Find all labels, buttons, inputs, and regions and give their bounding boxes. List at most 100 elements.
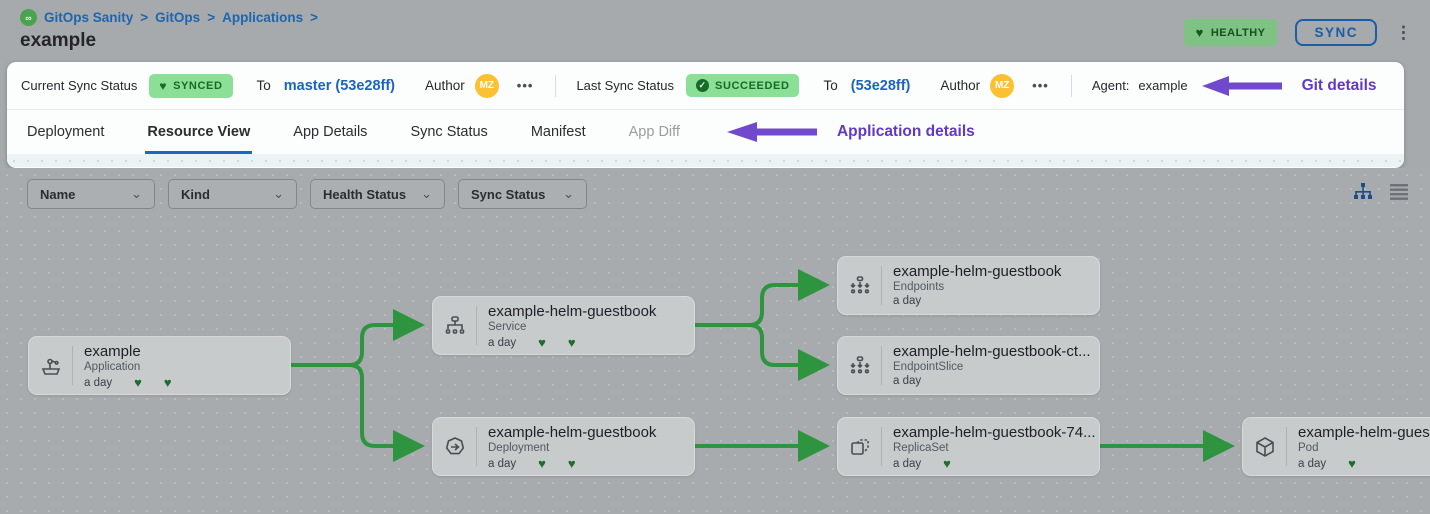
resource-tree-canvas: Name ⌄ Kind ⌄ Health Status ⌄ Sync Statu… xyxy=(0,168,1430,514)
chevron-down-icon: ⌄ xyxy=(563,186,574,202)
chevron-down-icon: ⌄ xyxy=(131,186,142,202)
page-title: example xyxy=(20,30,97,51)
last-revision-link[interactable]: (53e28ff) xyxy=(850,77,911,94)
resource-node-service[interactable]: example-helm-guestbook Service a day ♥ ♥ xyxy=(432,296,695,355)
chevron-down-icon: ⌄ xyxy=(273,186,284,202)
divider xyxy=(881,346,882,385)
node-title: example-helm-guestbook xyxy=(893,263,1062,280)
tab-sync-status[interactable]: Sync Status xyxy=(410,124,488,140)
dropdown-label: Kind xyxy=(181,186,210,202)
service-icon xyxy=(433,297,476,354)
resource-node-application[interactable]: example Application a day ♥ ♥ xyxy=(28,336,291,395)
tab-app-diff[interactable]: App Diff xyxy=(628,124,680,140)
synced-badge: ♥ SYNCED xyxy=(149,73,233,98)
breadcrumb-separator: > xyxy=(310,10,318,25)
agent-value: example xyxy=(1138,78,1188,93)
tab-manifest[interactable]: Manifest xyxy=(530,124,586,140)
more-options-icon[interactable]: ••• xyxy=(1032,78,1049,93)
node-age: a day xyxy=(488,457,517,470)
git-details-annotation: Git details xyxy=(1301,76,1377,94)
annotation-arrow-icon xyxy=(726,122,817,142)
heart-icon: ♥ xyxy=(163,375,172,390)
succeeded-badge: ✓ SUCCEEDED xyxy=(686,74,800,97)
to-label: To xyxy=(256,78,271,93)
view-toggle xyxy=(1353,183,1408,201)
heart-icon: ♥ xyxy=(1348,456,1356,471)
more-options-icon[interactable]: ••• xyxy=(516,78,534,93)
name-filter-dropdown[interactable]: Name ⌄ xyxy=(27,179,155,209)
replicaset-icon xyxy=(838,418,881,475)
resource-node-endpoints[interactable]: example-helm-guestbook Endpoints a day xyxy=(837,256,1100,315)
endpointslice-icon xyxy=(838,337,881,394)
dropdown-label: Health Status xyxy=(323,186,407,202)
current-revision-link[interactable]: master (53e28ff) xyxy=(283,77,396,94)
gitops-logo-icon: ∞ xyxy=(20,9,37,26)
author-avatar: MZ xyxy=(474,73,499,98)
node-age: a day xyxy=(1298,457,1327,470)
synced-badge-label: SYNCED xyxy=(173,79,223,92)
resource-tree-edges xyxy=(290,269,1235,462)
heart-icon: ♥ xyxy=(567,335,576,350)
filter-bar: Name ⌄ Kind ⌄ Health Status ⌄ Sync Statu… xyxy=(27,179,587,209)
divider xyxy=(72,346,73,385)
kind-filter-dropdown[interactable]: Kind ⌄ xyxy=(168,179,297,209)
node-title: example xyxy=(84,343,141,360)
node-age: a day xyxy=(84,376,113,389)
node-kind: Endpoints xyxy=(893,281,945,293)
tab-app-details[interactable]: App Details xyxy=(293,124,368,140)
node-kind: Service xyxy=(488,321,527,333)
node-title: example-helm-guestbook xyxy=(488,303,657,320)
node-kind: ReplicaSet xyxy=(893,442,949,454)
heart-icon: ♥ xyxy=(159,78,168,93)
node-kind: EndpointSlice xyxy=(893,361,964,373)
resource-node-endpointslice[interactable]: example-helm-guestbook-ct... EndpointSli… xyxy=(837,336,1100,395)
node-title: example-helm-guestbook-ct... xyxy=(893,343,1091,360)
author-label: Author xyxy=(425,78,465,93)
resource-node-pod[interactable]: example-helm-guestbook-74... Pod a day ♥ xyxy=(1242,417,1430,476)
dropdown-label: Sync Status xyxy=(471,186,546,202)
tab-resource-view[interactable]: Resource View xyxy=(145,110,253,154)
tree-view-icon[interactable] xyxy=(1353,183,1373,201)
health-status-filter-dropdown[interactable]: Health Status ⌄ xyxy=(310,179,445,209)
health-badge-label: HEALTHY xyxy=(1210,26,1266,39)
endpoints-icon xyxy=(838,257,881,314)
node-kind: Pod xyxy=(1298,442,1319,454)
author-avatar: MZ xyxy=(990,73,1015,98)
node-age: a day xyxy=(893,295,922,307)
app-details-panel: Current Sync Status ♥ SYNCED To master (… xyxy=(7,62,1404,168)
divider xyxy=(476,306,477,345)
last-sync-status-label: Last Sync Status xyxy=(576,78,675,93)
dropdown-label: Name xyxy=(40,186,76,202)
tab-bar: Deployment Resource View App Details Syn… xyxy=(7,110,1404,154)
sync-button[interactable]: SYNC xyxy=(1295,19,1377,46)
health-status-badge: ♥ HEALTHY xyxy=(1183,19,1278,46)
divider xyxy=(881,427,882,466)
application-details-annotation: Application details xyxy=(836,123,975,140)
list-view-icon[interactable] xyxy=(1390,184,1408,200)
heart-icon: ♥ xyxy=(567,456,576,471)
node-kind: Application xyxy=(84,361,141,373)
panel-canvas-strip xyxy=(7,154,1404,167)
breadcrumb-item-gitops-sanity[interactable]: GitOps Sanity xyxy=(44,10,134,25)
resource-node-deployment[interactable]: example-helm-guestbook Deployment a day … xyxy=(432,417,695,476)
divider xyxy=(881,266,882,305)
kebab-menu-icon[interactable]: ⋮ xyxy=(1395,23,1412,42)
top-header: ∞ GitOps Sanity > GitOps > Applications … xyxy=(0,0,1430,62)
check-circle-icon: ✓ xyxy=(696,79,710,92)
divider xyxy=(1286,427,1287,466)
author-label: Author xyxy=(940,78,981,93)
heart-icon: ♥ xyxy=(943,456,951,471)
node-age: a day xyxy=(488,336,517,349)
resource-node-replicaset[interactable]: example-helm-guestbook-74... ReplicaSet … xyxy=(837,417,1100,476)
agent-label: Agent: xyxy=(1091,78,1130,93)
breadcrumb-item-applications[interactable]: Applications xyxy=(222,10,304,25)
current-sync-status-label: Current Sync Status xyxy=(21,78,138,93)
breadcrumb-item-gitops[interactable]: GitOps xyxy=(155,10,201,25)
node-kind: Deployment xyxy=(488,442,550,454)
breadcrumb-separator: > xyxy=(140,10,149,25)
divider xyxy=(476,427,477,466)
tab-deployment[interactable]: Deployment xyxy=(27,124,105,140)
application-icon xyxy=(29,337,72,394)
chevron-down-icon: ⌄ xyxy=(421,186,432,202)
sync-status-filter-dropdown[interactable]: Sync Status ⌄ xyxy=(458,179,587,209)
